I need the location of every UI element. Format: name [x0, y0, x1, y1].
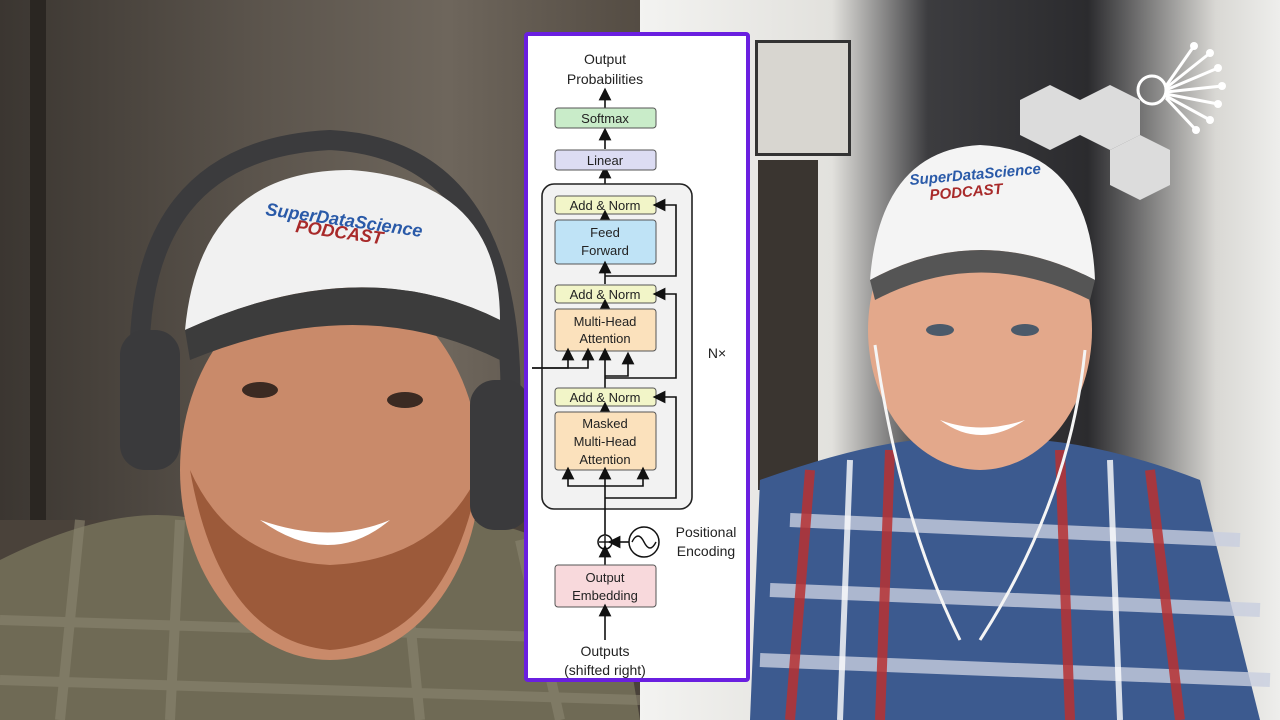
- right-speaker: SuperDataScience PODCAST: [750, 85, 1271, 720]
- shifted-right-label: (shifted right): [564, 662, 646, 678]
- masked-label-1: Masked: [582, 416, 628, 431]
- right-speaker-shirt: [750, 438, 1260, 720]
- probabilities-label: Probabilities: [567, 71, 643, 87]
- embedding-label-1: Output: [585, 570, 624, 585]
- add-norm-label-3: Add & Norm: [570, 198, 641, 213]
- door-frame: [30, 0, 46, 520]
- masked-label-2: Multi-Head: [574, 434, 637, 449]
- feed-forward-label-1: Feed: [590, 225, 620, 240]
- mha-label-1: Multi-Head: [574, 314, 637, 329]
- left-speaker-smile: [260, 520, 390, 545]
- transformer-decoder-diagram: Output Probabilities Softmax Linear N× A…: [524, 32, 750, 682]
- wall-frame: [755, 40, 851, 156]
- dandelion-logo-icon: [1136, 42, 1226, 134]
- embedding-label-2: Embedding: [572, 588, 638, 603]
- linear-box: [554, 149, 657, 171]
- outputs-label: Outputs: [580, 643, 629, 659]
- nx-label: N×: [708, 345, 726, 361]
- output-label: Output: [584, 51, 626, 67]
- left-speaker-beard: [190, 470, 480, 650]
- positional-label-1: Positional: [676, 524, 737, 540]
- positional-label-2: Encoding: [677, 543, 735, 559]
- right-speaker-earbuds: [873, 344, 1087, 641]
- masked-label-3: Attention: [579, 452, 630, 467]
- left-speaker-cap: [185, 170, 500, 330]
- softmax-box: [554, 107, 657, 129]
- bookshelf: [758, 160, 818, 490]
- right-speaker-cap: [870, 145, 1095, 280]
- right-speaker-smile: [940, 420, 1025, 435]
- linear-label: Linear: [587, 153, 624, 168]
- mha-label-2: Attention: [579, 331, 630, 346]
- right-video-feed: SuperDataScience PODCAST: [640, 0, 1280, 720]
- left-speaker-headphones: [129, 129, 521, 421]
- add-norm-label-1: Add & Norm: [570, 390, 641, 405]
- right-cap-text-line2: PODCAST: [929, 180, 1005, 203]
- left-speaker: SuperDataScience PODCAST: [0, 129, 640, 720]
- softmax-label: Softmax: [581, 111, 629, 126]
- feed-forward-label-2: Forward: [581, 243, 629, 258]
- diagram-canvas: Output Probabilities Softmax Linear N× A…: [532, 51, 737, 678]
- add-norm-label-2: Add & Norm: [570, 287, 641, 302]
